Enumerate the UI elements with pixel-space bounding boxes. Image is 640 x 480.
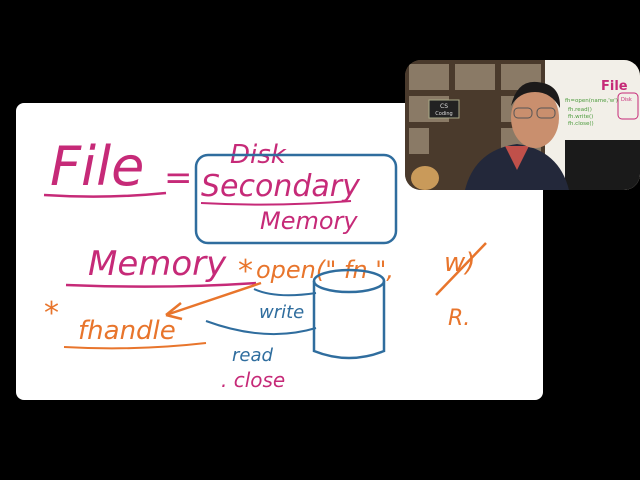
r-mode: R. bbox=[448, 306, 470, 331]
sign-text: CS bbox=[440, 103, 448, 110]
cam-code-line: fh=open(name,'w') bbox=[565, 98, 618, 104]
close-word: . close bbox=[221, 368, 285, 392]
cam-board-title: File bbox=[601, 79, 628, 94]
webcam-overlay: CS Coding File fh=open(name,'w') fh.read… bbox=[405, 60, 640, 190]
secondary-word: Secondary bbox=[201, 169, 361, 204]
w-mode-crossed: w) bbox=[444, 248, 475, 278]
read-word: read bbox=[232, 345, 274, 366]
arrow bbox=[165, 281, 262, 317]
file-word: File bbox=[50, 135, 144, 198]
underline bbox=[43, 191, 167, 198]
cam-disk bbox=[617, 92, 639, 120]
collar bbox=[505, 146, 529, 170]
underline bbox=[65, 281, 257, 288]
read-arrow bbox=[205, 320, 317, 336]
write-arrow bbox=[253, 288, 317, 297]
sign-text: Coding bbox=[435, 111, 452, 117]
memory-in-box: Memory bbox=[260, 207, 358, 235]
whiteboard-drawing: File = Disk Secondary Memory Memory * op… bbox=[43, 135, 487, 392]
person-face bbox=[511, 88, 559, 148]
cam-code-line: fh.read() bbox=[568, 107, 592, 113]
cam-code-line: fh.write() bbox=[568, 114, 593, 120]
open-call: open(" fn ", bbox=[256, 256, 394, 284]
star-fhandle: * bbox=[44, 296, 59, 331]
cam-disk-label: Disk bbox=[621, 97, 632, 103]
underline bbox=[63, 342, 207, 350]
piano bbox=[565, 140, 640, 190]
fhandle-word: fhandle bbox=[78, 316, 176, 346]
cam-code-line: fh.close() bbox=[568, 121, 594, 127]
memory-word: Memory bbox=[88, 244, 227, 284]
secondary-memory-box bbox=[194, 153, 398, 245]
arrowhead bbox=[165, 302, 183, 321]
cross-out bbox=[435, 242, 487, 296]
write-word: write bbox=[259, 302, 304, 323]
star-open: * bbox=[238, 254, 253, 289]
glasses bbox=[513, 107, 533, 119]
cs-coding-sign bbox=[428, 99, 460, 119]
guitar bbox=[411, 166, 439, 190]
hair bbox=[511, 81, 561, 108]
disk-cylinder bbox=[312, 281, 386, 360]
underline bbox=[200, 200, 352, 206]
equals-sign: = bbox=[164, 158, 193, 198]
disk-top bbox=[312, 268, 386, 294]
